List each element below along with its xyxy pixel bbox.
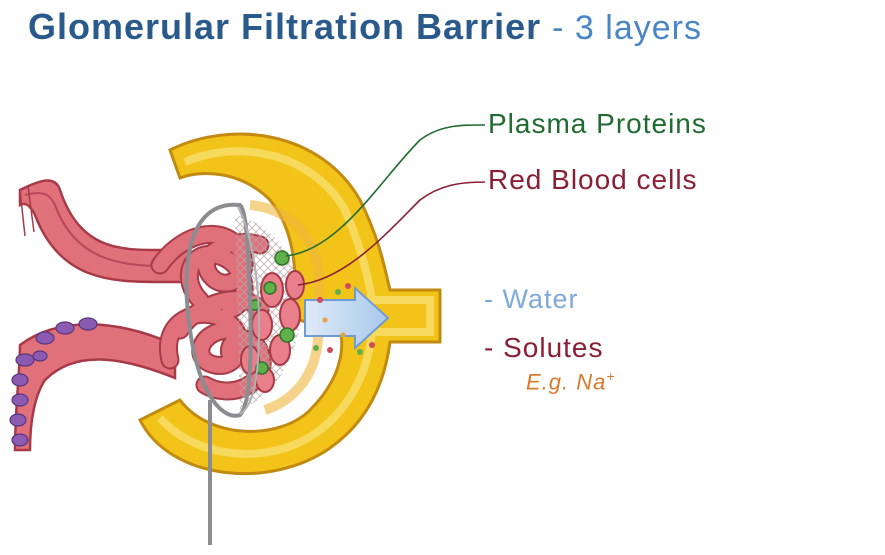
plasma-proteins-label: Plasma Proteins <box>488 108 707 140</box>
example-superscript: + <box>606 368 615 384</box>
example-label: E.g. Na+ <box>526 368 616 395</box>
water-label: - Water <box>484 284 579 315</box>
example-prefix: E.g. Na <box>526 369 606 394</box>
red-blood-cells-label: Red Blood cells <box>488 164 698 196</box>
solutes-label: - Solutes <box>484 332 604 364</box>
